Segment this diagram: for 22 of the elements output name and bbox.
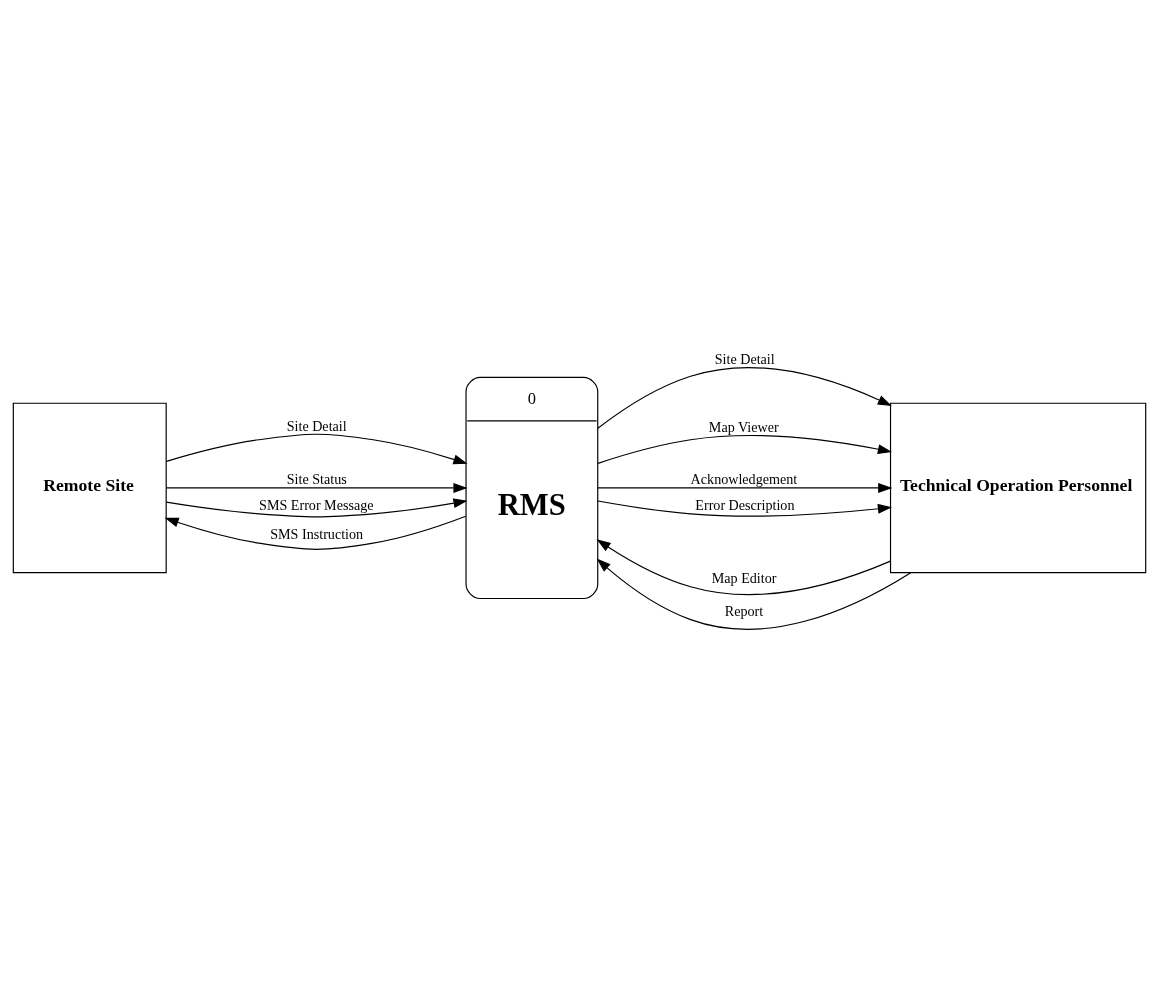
edge-label: Map Viewer: [708, 419, 779, 436]
arrow: [596, 558, 912, 630]
edge-label: Report: [724, 602, 764, 619]
arrow: [164, 515, 467, 550]
arrow: [597, 367, 892, 429]
node-box: Technical Operation Personnel: [889, 402, 1147, 574]
edge-label: Site Detail: [286, 418, 347, 435]
arrow: [597, 434, 892, 464]
arrow: [165, 483, 468, 493]
arrow: [597, 500, 892, 517]
arrow: [165, 433, 468, 465]
edge-label: Site Detail: [714, 350, 775, 367]
edge-label: Map Editor: [711, 569, 777, 586]
arrow: [596, 539, 892, 595]
edge-label: Error Description: [695, 496, 795, 513]
node-box: Remote Site: [12, 402, 167, 574]
edge-label: SMS Instruction: [270, 526, 364, 543]
edge-label: Site Status: [286, 470, 347, 487]
edge-label: Acknowledgement: [690, 470, 798, 487]
arrow: [165, 498, 468, 518]
edge-label: SMS Error Message: [259, 496, 374, 513]
arrow: [597, 483, 893, 493]
